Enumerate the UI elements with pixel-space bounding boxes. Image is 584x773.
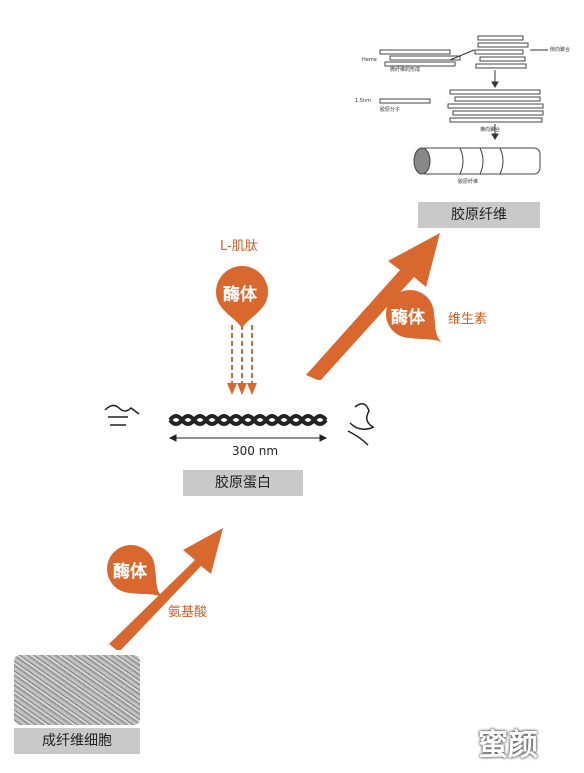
enzyme-drop-top [216,266,268,328]
collagen-protein-label: 胶原蛋白 [183,470,303,496]
enzyme-drop-bottom [107,545,163,597]
l-peptide-label: L-肌肽 [220,239,258,254]
vitamin-label: 维生素 [448,312,488,327]
enzyme-drop-right [386,290,442,342]
scale-label: 300 nm [232,444,279,458]
fibroblast-micrograph [14,655,140,725]
collagen-strand [104,403,375,446]
enzyme-top-label: 酶体 [223,285,257,305]
fiber-assembly-schematic: Heme 微纤维的形成 1.5nm 胶原分子 侧向聚合 横向聚合 胶原纤维 [350,20,580,190]
fiber-assembly-drawing [379,35,548,175]
watermark: 蜜颜 [478,728,538,763]
dashed-arrows [227,325,257,395]
fibroblast-label: 成纤维细胞 [14,728,140,754]
inset-label-d: 胶原分子 [380,107,401,113]
inset-label-g: 胶原纤维 [458,179,479,185]
inset-label-a: Heme [362,57,377,63]
enzyme-bottom-label: 酶体 [113,562,147,582]
inset-label-e: 侧向聚合 [550,47,571,53]
inset-label-b: 微纤维的形成 [390,67,421,73]
inset-label-c: 1.5nm [355,98,371,104]
inset-label-f: 横向聚合 [480,127,501,133]
enzyme-right-label: 酶体 [391,308,425,328]
arrow-to-fiber [306,233,440,380]
collagen-fiber-label: 胶原纤维 [418,202,540,228]
amino-acid-label: 氨基酸 [168,605,208,620]
arrow-to-protein [109,528,223,650]
